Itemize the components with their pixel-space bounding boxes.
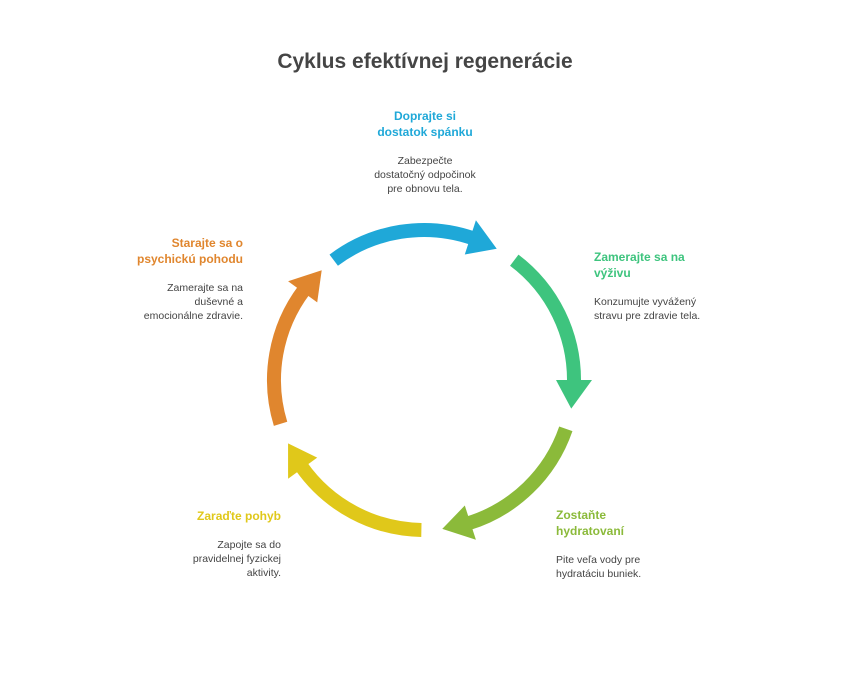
step-sleep-title-line1: Doprajte si [393, 109, 456, 123]
step-sleep-desc-line2: dostatočný odpočinok [374, 169, 476, 181]
step-sleep-description: Zabezpečte dostatočný odpočinok pre obno… [345, 154, 505, 196]
step-nutrition-desc-line2: stravu pre zdravie tela. [594, 310, 701, 322]
step-mental-title-line2: psychickú pohodu [136, 252, 243, 266]
step-mental-description: Zamerajte sa na duševné a emocionálne zd… [83, 281, 243, 323]
step-hydration-description: Pite veľa vody pre hydratáciu buniek. [556, 553, 716, 581]
arrow-mental-body [267, 285, 310, 426]
cycle-arrows [267, 220, 592, 540]
step-nutrition-title-line1: Zamerajte sa na [594, 250, 685, 264]
step-mental-desc-line3: emocionálne zdravie. [143, 310, 243, 322]
step-mental-title-line1: Starajte sa o [171, 236, 243, 250]
arrow-movement-head [288, 443, 318, 479]
step-movement-desc-line2: pravidelnej fyzickej [192, 553, 281, 565]
step-nutrition: Zamerajte sa na výživu Konzumujte vyváže… [594, 249, 754, 323]
step-sleep-desc-line1: Zabezpečte [397, 155, 453, 167]
step-nutrition-title: Zamerajte sa na výživu [594, 249, 754, 281]
arrow-sleep-head [464, 220, 497, 255]
arrow-nutrition-head [556, 380, 592, 409]
step-hydration: Zostaňte hydratovaní Pite veľa vody pre … [556, 507, 716, 581]
diagram-title: Cyklus efektívnej regenerácie [277, 50, 573, 73]
step-sleep: Doprajte si dostatok spánku Zabezpečte d… [345, 108, 505, 196]
step-movement-desc-line3: aktivity. [246, 567, 281, 579]
arrow-movement-body [295, 461, 422, 537]
step-mental-title: Starajte sa o psychickú pohodu [83, 235, 243, 267]
step-hydration-title-line1: Zostaňte [556, 508, 607, 522]
step-hydration-desc-line2: hydratáciu buniek. [556, 568, 642, 580]
step-mental-wellbeing: Starajte sa o psychickú pohodu Zamerajte… [83, 235, 243, 323]
arrow-hydration-head [442, 505, 476, 540]
step-movement: Zaraďte pohyb Zapojte sa do pravidelnej … [121, 508, 281, 580]
step-nutrition-title-line2: výživu [594, 266, 631, 280]
step-sleep-title-line2: dostatok spánku [377, 125, 473, 139]
step-mental-desc-line1: Zamerajte sa na [167, 282, 243, 294]
step-hydration-title: Zostaňte hydratovaní [556, 507, 716, 539]
step-hydration-desc-line1: Pite veľa vody pre [556, 554, 641, 566]
step-sleep-title: Doprajte si dostatok spánku [345, 108, 505, 140]
step-nutrition-description: Konzumujte vyvážený stravu pre zdravie t… [594, 295, 754, 323]
arrow-mental-head [288, 270, 322, 303]
step-movement-desc-line1: Zapojte sa do [217, 539, 281, 551]
step-mental-desc-line2: duševné a [194, 296, 243, 308]
arrow-nutrition-body [509, 254, 581, 383]
step-nutrition-desc-line1: Konzumujte vyvážený [594, 296, 697, 308]
arrow-sleep-body [329, 223, 476, 266]
step-movement-title-line1: Zaraďte pohyb [197, 509, 281, 523]
step-movement-description: Zapojte sa do pravidelnej fyzickej aktiv… [121, 538, 281, 580]
arrow-hydration-body [465, 426, 573, 531]
step-movement-title: Zaraďte pohyb [121, 508, 281, 524]
step-sleep-desc-line3: pre obnovu tela. [387, 183, 463, 195]
step-hydration-title-line2: hydratovaní [556, 524, 625, 538]
